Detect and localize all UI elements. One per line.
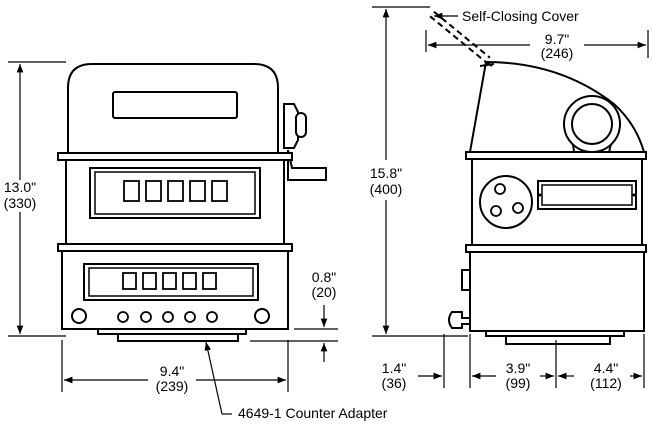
side-view [429, 10, 647, 345]
rotor-bolts [490, 183, 524, 217]
front-top-band [57, 152, 293, 161]
label-dim-c-mm: (112) [590, 375, 622, 391]
label-dim-b-mm: (99) [506, 375, 531, 391]
reset-buttons [117, 311, 218, 323]
side-latch [461, 269, 471, 291]
label-depth-top-in: 9.7" [545, 31, 569, 47]
label-height-side-in: 15.8" [370, 165, 402, 181]
label-depth-top-mm: (246) [541, 45, 574, 61]
front-view [57, 63, 327, 342]
side-middle-band [465, 244, 647, 253]
crank-boss-inner [571, 103, 613, 145]
label-dim-a-mm: (36) [382, 375, 407, 391]
side-dimensions [372, 6, 649, 388]
side-rotor [479, 175, 533, 229]
label-adapter: 4649-1 Counter Adapter [238, 405, 388, 421]
label-height-side-mm: (400) [370, 181, 403, 197]
left-foot-knob [71, 308, 87, 324]
lower-digits [122, 272, 217, 290]
crank-handle [283, 103, 299, 149]
label-cover: Self-Closing Cover [462, 8, 579, 24]
side-adapter [505, 335, 611, 345]
labels: 13.0" (330) 9.4" (239) 0.8" (20) 4649-1 … [4, 8, 622, 421]
front-window [112, 91, 238, 119]
upper-counter-window [94, 171, 256, 215]
label-offset-in: 0.8" [312, 269, 336, 285]
label-dim-c-in: 4.4" [594, 360, 618, 376]
side-lower-body [469, 251, 645, 332]
label-height-front-in: 13.0" [4, 179, 36, 195]
label-dim-b-in: 3.9" [506, 360, 530, 376]
label-dim-a-in: 1.4" [382, 360, 406, 376]
front-dimensions [8, 61, 338, 415]
label-width-front-mm: (239) [156, 378, 189, 394]
side-upper-housing [468, 60, 646, 153]
upper-digits [123, 180, 228, 202]
drive-knob [448, 311, 471, 329]
label-offset-mm: (20) [312, 284, 337, 300]
side-top-band [465, 151, 647, 160]
front-middle-band [57, 243, 293, 252]
label-height-front-mm: (330) [4, 195, 37, 211]
crank-knob [295, 112, 307, 138]
crank-arm [287, 149, 327, 181]
label-width-front-in: 9.4" [160, 363, 184, 379]
right-foot-knob [254, 308, 270, 324]
front-adapter [117, 333, 239, 342]
